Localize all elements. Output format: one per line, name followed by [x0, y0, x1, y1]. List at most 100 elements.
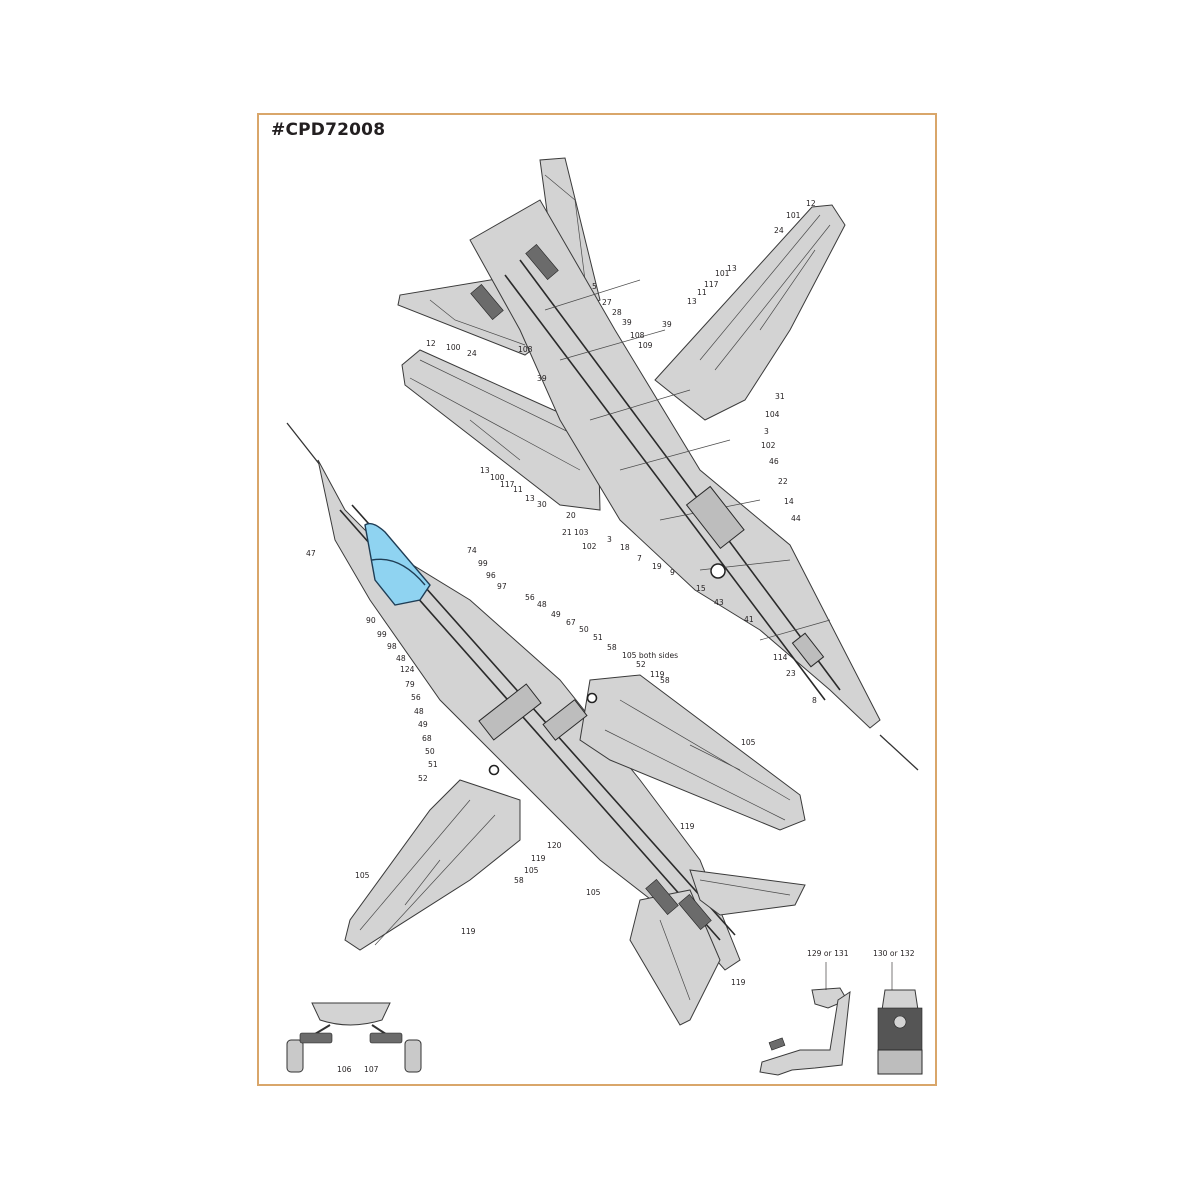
callout-label-upper-aircraft: 109 [638, 341, 653, 350]
callout-label-upper-aircraft: 101 [715, 269, 730, 278]
callout-label-seat-front: 130 or 132 [873, 949, 915, 958]
callout-label-lower-aircraft: 49 [418, 720, 428, 729]
callout-label-lower-aircraft: 105 [741, 738, 756, 747]
right-wheel [404, 1039, 422, 1073]
callout-label-upper-aircraft: 13 [727, 264, 737, 273]
callout-label-lower-aircraft: 119 [680, 822, 695, 831]
callout-label-lower-aircraft: 105 [586, 888, 601, 897]
callout-label-upper-aircraft: 108 [630, 331, 645, 340]
left-wheel [286, 1039, 304, 1073]
callout-label-upper-aircraft: 117 [704, 280, 719, 289]
callout-label-lower-aircraft: 98 [387, 642, 397, 651]
callout-label-upper-aircraft: 101 [786, 211, 801, 220]
callout-label-lower-aircraft: 124 [400, 665, 415, 674]
callout-label-upper-aircraft: 11 [513, 485, 523, 494]
canopy-mask [364, 522, 431, 606]
callout-label-upper-aircraft: 100 [490, 473, 505, 482]
callout-label-upper-aircraft: 30 [537, 500, 547, 509]
callout-label-lower-aircraft: 50 [425, 747, 435, 756]
callout-label-upper-aircraft: 19 [652, 562, 662, 571]
callout-label-lower-aircraft: 96 [486, 571, 496, 580]
callout-label-lower-aircraft: 52 [636, 660, 646, 669]
callout-label-upper-aircraft: 13 [687, 297, 697, 306]
callout-label-lower-aircraft: 119 [461, 927, 476, 936]
callout-label-upper-aircraft: 24 [774, 226, 784, 235]
callout-label-upper-aircraft: 41 [744, 615, 754, 624]
callout-label-upper-aircraft: 104 [765, 410, 780, 419]
callout-label-upper-aircraft: 27 [602, 298, 612, 307]
callout-label-upper-aircraft: 28 [612, 308, 622, 317]
callout-label-upper-aircraft: 102 [582, 542, 597, 551]
callout-label-lower-aircraft: 48 [414, 707, 424, 716]
callout-label-upper-aircraft: 114 [773, 653, 788, 662]
callout-label-lower-aircraft: 105 [355, 871, 370, 880]
callout-label-upper-aircraft: 5 [592, 282, 597, 291]
callout-label-lower-aircraft: 105 [524, 866, 539, 875]
callout-label-lower-aircraft: 119 [731, 978, 746, 987]
callout-label-lower-aircraft: 58 [607, 643, 617, 652]
callout-label-lower-aircraft: 50 [579, 625, 589, 634]
callout-label-landing-gear: 106 [337, 1065, 352, 1074]
callout-label-lower-aircraft: 56 [411, 693, 421, 702]
callout-label-upper-aircraft: 15 [696, 584, 706, 593]
callout-label-lower-aircraft: 105 both sides [622, 651, 678, 660]
callout-label-lower-aircraft: 52 [418, 774, 428, 783]
callout-label-lower-aircraft: 58 [660, 676, 670, 685]
callout-label-upper-aircraft: 12 [806, 199, 816, 208]
seat-front-view [877, 962, 923, 1075]
callout-label-upper-aircraft: 22 [778, 477, 788, 486]
seat-side-view [759, 962, 851, 1076]
callout-label-upper-aircraft: 39 [622, 318, 632, 327]
callout-label-lower-aircraft: 51 [593, 633, 603, 642]
callout-label-upper-aircraft: 21 [562, 528, 572, 537]
callout-label-lower-aircraft: 49 [551, 610, 561, 619]
callout-label-lower-aircraft: 48 [396, 654, 406, 663]
upper-aircraft [397, 157, 919, 771]
callout-label-lower-aircraft: 74 [467, 546, 477, 555]
callout-label-upper-aircraft: 102 [761, 441, 776, 450]
callout-label-upper-aircraft: 23 [786, 669, 796, 678]
callout-label-upper-aircraft: 9 [670, 568, 675, 577]
callout-label-upper-aircraft: 13 [480, 466, 490, 475]
callout-label-upper-aircraft: 43 [714, 598, 724, 607]
callout-label-lower-aircraft: 47 [306, 549, 316, 558]
callout-label-upper-aircraft: 103 [574, 528, 589, 537]
callout-label-seat-side: 129 or 131 [807, 949, 849, 958]
callout-label-upper-aircraft: 44 [791, 514, 801, 523]
callout-label-upper-aircraft: 7 [637, 554, 642, 563]
callout-label-lower-aircraft: 119 [531, 854, 546, 863]
callout-label-lower-aircraft: 99 [377, 630, 387, 639]
callout-label-upper-aircraft: 39 [662, 320, 672, 329]
callout-label-upper-aircraft: 8 [812, 696, 817, 705]
callout-label-lower-aircraft: 56 [525, 593, 535, 602]
callout-label-lower-aircraft: 90 [366, 616, 376, 625]
callout-label-upper-aircraft: 14 [784, 497, 794, 506]
callout-label-upper-aircraft: 31 [775, 392, 785, 401]
callout-label-lower-aircraft: 58 [514, 876, 524, 885]
callout-label-lower-aircraft: 97 [497, 582, 507, 591]
lower-aircraft [286, 422, 806, 1026]
callout-label-lower-aircraft: 120 [547, 841, 562, 850]
callout-label-upper-aircraft: 20 [566, 511, 576, 520]
callout-label-lower-aircraft: 68 [422, 734, 432, 743]
sheet-title: #CPD72008 [271, 120, 386, 140]
callout-label-lower-aircraft: 79 [405, 680, 415, 689]
callout-label-upper-aircraft: 108 [518, 345, 533, 354]
callout-label-upper-aircraft: 12 [426, 339, 436, 348]
callout-label-upper-aircraft: 13 [525, 494, 535, 503]
callout-labels: 5272839108109391083912101241011311711131… [306, 199, 915, 1074]
callout-label-upper-aircraft: 3 [607, 535, 612, 544]
callout-label-upper-aircraft: 117 [500, 480, 515, 489]
callout-label-upper-aircraft: 24 [467, 349, 477, 358]
callout-label-upper-aircraft: 46 [769, 457, 779, 466]
callout-label-lower-aircraft: 48 [537, 600, 547, 609]
callout-label-upper-aircraft: 11 [697, 288, 707, 297]
callout-label-lower-aircraft: 99 [478, 559, 488, 568]
callout-label-landing-gear: 107 [364, 1065, 379, 1074]
callout-label-lower-aircraft: 51 [428, 760, 438, 769]
landing-gear-view [286, 1002, 422, 1073]
callout-label-upper-aircraft: 100 [446, 343, 461, 352]
callout-label-lower-aircraft: 119 [650, 670, 665, 679]
callout-label-upper-aircraft: 18 [620, 543, 630, 552]
